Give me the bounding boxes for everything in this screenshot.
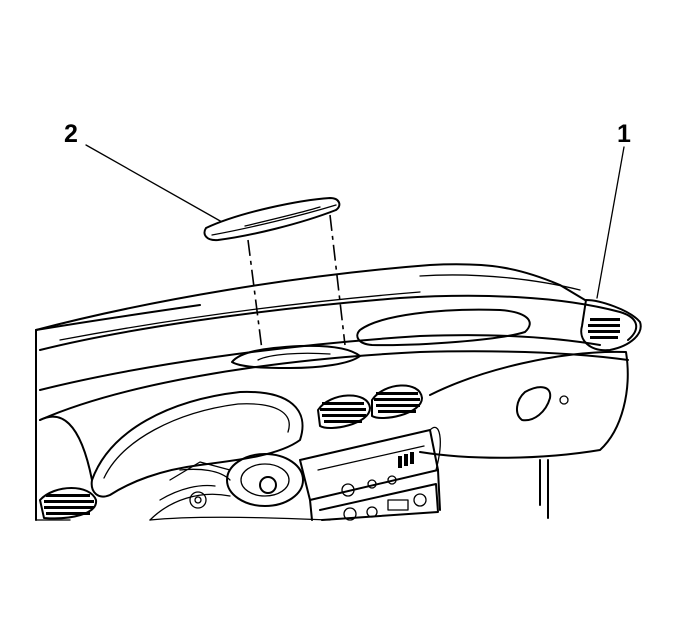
- callout-1: 1: [617, 120, 631, 148]
- instrument-cluster-hood: [39, 390, 304, 498]
- instrument-panel-upper-trim-pad: [35, 263, 638, 521]
- leader-line-1: [596, 146, 625, 299]
- steering-column: [149, 453, 304, 521]
- callout-2: 2: [64, 120, 78, 148]
- center-stack-controls: [299, 426, 441, 521]
- leader-line-2: [85, 144, 223, 223]
- speaker-grille-cover: [203, 197, 341, 242]
- install-path-left: [247, 239, 263, 351]
- airbag-door-outline: [356, 308, 531, 347]
- lower-edge-center: [149, 516, 331, 521]
- speaker-opening: [231, 344, 361, 369]
- right-outboard-vent: [580, 299, 642, 352]
- install-path-right: [329, 214, 346, 346]
- left-air-vent: [39, 487, 98, 520]
- center-air-vents: [317, 384, 423, 429]
- glove-box: [419, 350, 629, 519]
